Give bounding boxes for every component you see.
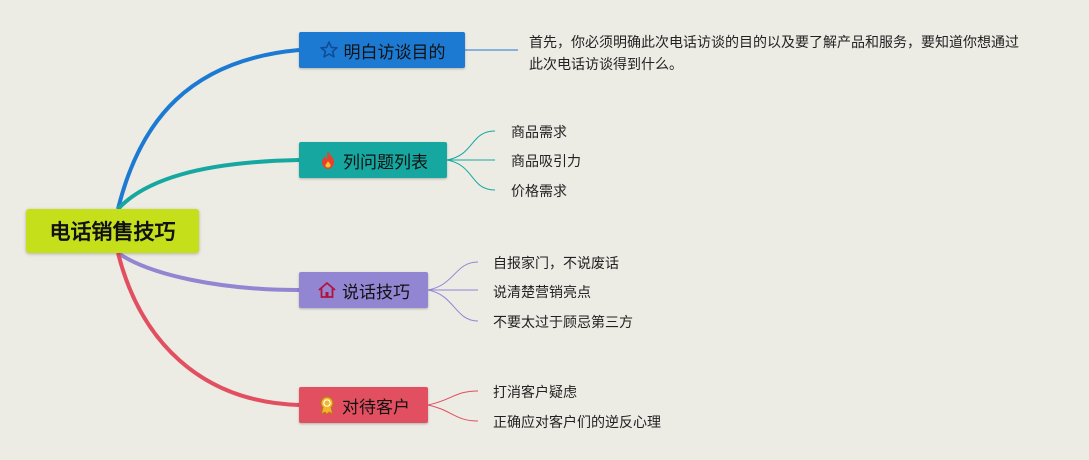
subtopic-third-party[interactable]: 不要太过于顾忌第三方 [493,315,633,331]
branch-connector-4 [116,252,300,407]
subtopic-highlights[interactable]: 说清楚营销亮点 [493,285,591,301]
subtopic-self-intro[interactable]: 自报家门，不说废话 [493,256,619,272]
branch-connector-3 [116,251,300,292]
leaf-connector-4-1 [427,390,479,406]
root-topic-label: 电话销售技巧 [49,220,176,244]
purpose-description: 首先，你必须明确此次电话访谈的目的以及要了解产品和服务，要知道你想通过此次电话访… [529,35,1019,73]
home-icon [317,280,337,300]
subtopic-price-demand[interactable]: 价格需求 [511,184,567,200]
root-topic[interactable]: 电话销售技巧 [26,209,199,253]
branch-connector-2 [116,158,300,211]
subtopic-dispel-doubts[interactable]: 打消客户疑虑 [493,385,577,401]
flame-icon [318,150,338,170]
subtopic-product-appeal[interactable]: 商品吸引力 [511,154,581,170]
subtopic-rebellious-psychology[interactable]: 正确应对客户们的逆反心理 [493,415,661,431]
leaf-connector-2-3 [446,159,496,191]
branch-topic-speaking[interactable]: 说话技巧 [299,272,428,308]
leaf-connector-4-2 [427,404,479,422]
branch-connector-1 [116,48,300,210]
leaf-connector-3-3 [427,289,479,322]
award-icon [317,395,337,415]
subtopic-product-demand[interactable]: 商品需求 [511,125,567,141]
branch-topic-label: 列问题列表 [343,152,428,173]
branch-topic-label: 说话技巧 [342,282,410,303]
branch-topic-customers[interactable]: 对待客户 [299,387,428,423]
branch-topic-questions[interactable]: 列问题列表 [299,142,447,178]
branch-topic-label: 对待客户 [342,397,410,418]
leaf-connector-3-1 [427,261,479,291]
leaf-connector-2-1 [446,130,496,161]
star-icon [319,40,339,60]
branch-topic-label: 明白访谈目的 [343,42,446,63]
branch-topic-purpose[interactable]: 明白访谈目的 [299,32,465,68]
